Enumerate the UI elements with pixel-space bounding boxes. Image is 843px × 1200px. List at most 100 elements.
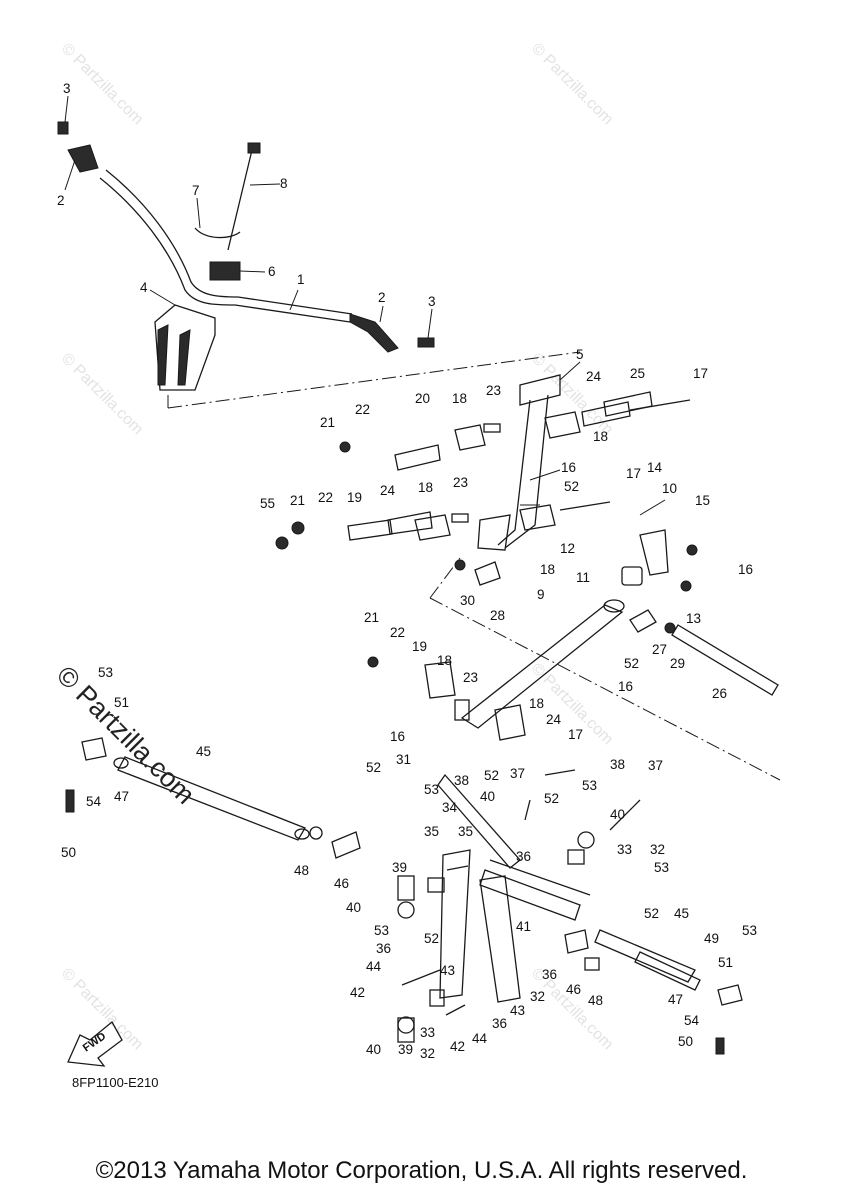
section-line bbox=[429, 557, 461, 599]
callout-38: 38 bbox=[454, 773, 469, 788]
callout-43: 43 bbox=[440, 963, 455, 978]
callout-28: 28 bbox=[490, 608, 505, 623]
callout-55: 55 bbox=[260, 496, 275, 511]
callout-16b: 16 bbox=[738, 562, 753, 577]
section-line bbox=[167, 351, 581, 409]
callout-32c: 32 bbox=[420, 1046, 435, 1061]
callout-27: 27 bbox=[652, 642, 667, 657]
callout-53e: 53 bbox=[742, 923, 757, 938]
section-line bbox=[429, 597, 781, 781]
bolt-3-part bbox=[57, 121, 435, 348]
link-plate-41-part bbox=[479, 859, 591, 921]
callout-33b: 33 bbox=[420, 1025, 435, 1040]
callout-52g: 52 bbox=[424, 931, 439, 946]
fwd-label: FWD bbox=[81, 1030, 108, 1054]
callout-40b: 40 bbox=[610, 807, 625, 822]
arm-31-part bbox=[437, 773, 521, 869]
callout-39b: 39 bbox=[398, 1042, 413, 1057]
callout-21b: 21 bbox=[290, 493, 305, 508]
callout-1: 1 bbox=[297, 272, 305, 287]
callout-18f: 18 bbox=[529, 696, 544, 711]
callout-22c: 22 bbox=[390, 625, 405, 640]
callout-50b: 50 bbox=[61, 845, 76, 860]
callout-9: 9 bbox=[537, 587, 545, 602]
bolts-17-parts bbox=[544, 399, 691, 776]
callout-53c: 53 bbox=[654, 860, 669, 875]
callout-44: 44 bbox=[366, 959, 382, 974]
callout-labels: 3 2 7 8 6 1 4 2 3 5 24 25 17 20 18 23 22… bbox=[57, 81, 757, 1061]
callout-52b: 52 bbox=[624, 656, 639, 671]
callout-43b: 43 bbox=[510, 1003, 525, 1018]
ball-joint-27-part bbox=[629, 609, 657, 633]
clamp-18-parts bbox=[414, 411, 581, 741]
callout-42: 42 bbox=[350, 985, 365, 1000]
callout-50: 50 bbox=[678, 1034, 693, 1049]
callout-18c: 18 bbox=[418, 480, 433, 495]
callout-46b: 46 bbox=[334, 876, 349, 891]
callout-36d: 36 bbox=[492, 1016, 507, 1031]
callout-52e: 52 bbox=[544, 791, 559, 806]
callout-40: 40 bbox=[480, 789, 495, 804]
callout-31: 31 bbox=[396, 752, 411, 767]
callout-37b: 37 bbox=[648, 758, 663, 773]
callout-13: 13 bbox=[686, 611, 701, 626]
callout-48: 48 bbox=[588, 993, 603, 1008]
callout-11: 11 bbox=[576, 570, 590, 585]
arm-32-right-part bbox=[479, 875, 521, 1003]
bolts-42-parts bbox=[401, 799, 641, 1016]
callout-40d: 40 bbox=[366, 1042, 381, 1057]
callout-19: 19 bbox=[347, 490, 362, 505]
callout-52f: 52 bbox=[644, 906, 659, 921]
diagram-code: 8FP1100-E210 bbox=[72, 1075, 159, 1090]
callout-41: 41 bbox=[516, 919, 531, 934]
callout-18d: 18 bbox=[540, 562, 555, 577]
callout-18b: 18 bbox=[593, 429, 608, 444]
long-bolt-8-part bbox=[227, 142, 261, 251]
callout-20: 20 bbox=[415, 391, 430, 406]
callout-3: 3 bbox=[63, 81, 71, 96]
callout-53: 53 bbox=[424, 782, 439, 797]
callout-16: 16 bbox=[561, 460, 576, 475]
callout-42b: 42 bbox=[450, 1039, 465, 1054]
callout-37: 37 bbox=[510, 766, 525, 781]
steering-column-5-part bbox=[477, 374, 561, 551]
callout-54: 54 bbox=[684, 1013, 700, 1028]
callout-53d: 53 bbox=[374, 923, 389, 938]
collars-parts bbox=[397, 831, 595, 1043]
callout-5: 5 bbox=[576, 347, 584, 362]
callout-36: 36 bbox=[516, 849, 531, 864]
callout-52: 52 bbox=[564, 479, 579, 494]
callout-17: 17 bbox=[693, 366, 708, 381]
callout-14: 14 bbox=[647, 460, 663, 475]
holder-6-part bbox=[194, 227, 241, 281]
callout-17c: 17 bbox=[568, 727, 583, 742]
callout-21: 21 bbox=[320, 415, 335, 430]
callout-29: 29 bbox=[670, 656, 685, 671]
callout-21c: 21 bbox=[364, 610, 379, 625]
arm-32-left-part bbox=[439, 849, 471, 999]
callout-36c: 36 bbox=[542, 967, 557, 982]
bracket-10-part bbox=[639, 529, 669, 576]
callout-35: 35 bbox=[424, 824, 439, 839]
callout-39: 39 bbox=[392, 860, 407, 875]
column-guard-4-part bbox=[154, 304, 216, 391]
callout-8: 8 bbox=[280, 176, 288, 191]
callout-35b: 35 bbox=[458, 824, 473, 839]
callout-49: 49 bbox=[704, 931, 719, 946]
callout-45: 45 bbox=[674, 906, 689, 921]
callout-19b: 19 bbox=[412, 639, 427, 654]
shaft-9-part bbox=[460, 599, 625, 729]
callout-33: 33 bbox=[617, 842, 632, 857]
callout-36b: 36 bbox=[376, 941, 391, 956]
fwd-arrow-icon: FWD bbox=[67, 1021, 123, 1067]
callout-52c: 52 bbox=[484, 768, 499, 783]
callout-32: 32 bbox=[650, 842, 665, 857]
tie-rod-45-part bbox=[113, 756, 310, 841]
pins-23-parts bbox=[451, 423, 501, 721]
callout-47: 47 bbox=[668, 992, 683, 1007]
callout-7: 7 bbox=[192, 183, 200, 198]
callout-18e: 18 bbox=[437, 653, 452, 668]
callout-17b: 17 bbox=[626, 466, 641, 481]
